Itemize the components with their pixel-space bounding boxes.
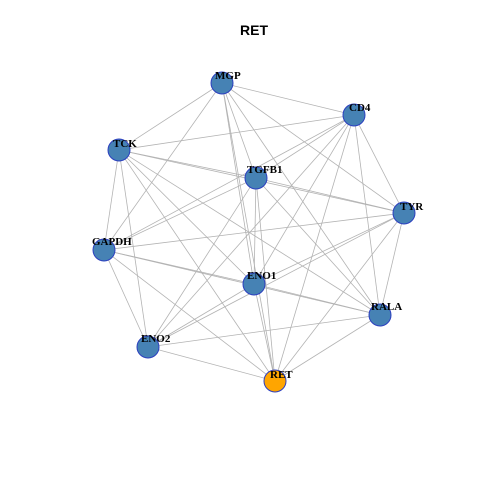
edge-gapdh-ret (103, 249, 276, 382)
node-circle-rala[interactable] (368, 303, 392, 327)
node-label-tck: TCK (113, 138, 137, 150)
node-mgp[interactable]: MGP (210, 70, 241, 95)
edge-mgp-gapdh (103, 82, 223, 251)
edge-tgfb1-rala (255, 177, 381, 316)
edge-cd4-tgfb1 (255, 114, 355, 179)
edge-cd4-tyr (353, 114, 405, 214)
node-label-tgfb1: TGFB1 (247, 164, 282, 176)
edge-gapdh-rala (103, 249, 381, 316)
edge-cd4-eno1 (253, 114, 355, 285)
node-circle-mgp[interactable] (210, 71, 234, 95)
edge-tyr-gapdh (103, 212, 405, 251)
edge-tck-eno1 (118, 149, 255, 285)
node-tgfb1[interactable]: TGFB1 (244, 164, 282, 190)
node-label-eno1: ENO1 (247, 270, 276, 282)
edge-rala-eno2 (147, 314, 381, 348)
node-circle-tck[interactable] (107, 138, 131, 162)
edge-rala-ret (274, 314, 381, 382)
node-circle-tyr[interactable] (392, 201, 416, 225)
edge-mgp-cd4 (221, 82, 355, 116)
node-tck[interactable]: TCK (107, 138, 137, 162)
edge-mgp-tyr (221, 82, 405, 214)
edge-tyr-eno2 (147, 212, 405, 348)
edge-cd4-tck (118, 114, 355, 151)
edge-tck-rala (118, 149, 381, 316)
edge-tck-ret (118, 149, 276, 382)
edge-cd4-gapdh (103, 114, 355, 251)
node-label-tyr: TYR (400, 201, 424, 213)
node-circle-tgfb1[interactable] (244, 166, 268, 190)
edge-tyr-eno1 (253, 212, 405, 285)
node-label-rala: RALA (371, 301, 402, 313)
edge-tck-gapdh (103, 149, 120, 251)
edge-tyr-rala (379, 212, 405, 316)
edge-mgp-tck (118, 82, 223, 151)
edge-tgfb1-ret (255, 177, 276, 382)
edge-cd4-rala (353, 114, 381, 316)
node-label-eno2: ENO2 (141, 333, 171, 345)
edge-cd4-ret (274, 114, 355, 382)
node-circle-eno2[interactable] (136, 335, 160, 359)
node-eno2[interactable]: ENO2 (136, 333, 171, 359)
graph-title: RET (240, 22, 268, 38)
edge-mgp-rala (221, 82, 381, 316)
edge-tck-eno2 (118, 149, 149, 348)
node-label-ret: RET (270, 369, 293, 381)
edge-tgfb1-eno2 (147, 177, 257, 348)
node-gapdh[interactable]: GAPDH (92, 236, 132, 262)
edge-tyr-ret (274, 212, 405, 382)
edge-eno2-ret (147, 346, 276, 382)
edge-eno1-eno2 (147, 283, 255, 348)
node-cd4[interactable]: CD4 (342, 102, 371, 127)
edge-mgp-eno1 (221, 82, 255, 285)
edge-cd4-eno2 (147, 114, 355, 348)
node-ret[interactable]: RET (263, 369, 293, 393)
node-label-mgp: MGP (215, 70, 241, 82)
edge-tgfb1-tyr (255, 177, 405, 214)
node-circle-cd4[interactable] (342, 103, 366, 127)
edge-gapdh-eno2 (103, 249, 149, 348)
node-circle-ret[interactable] (263, 369, 287, 393)
node-circle-gapdh[interactable] (92, 238, 116, 262)
edge-eno1-ret (253, 283, 276, 382)
edge-eno1-rala (253, 283, 381, 316)
node-tyr[interactable]: TYR (392, 201, 424, 225)
node-eno1[interactable]: ENO1 (242, 270, 276, 296)
node-label-cd4: CD4 (349, 102, 371, 114)
edge-mgp-tgfb1 (221, 82, 257, 179)
node-circle-eno1[interactable] (242, 272, 266, 296)
node-label-gapdh: GAPDH (92, 236, 132, 248)
edge-tgfb1-gapdh (103, 177, 257, 251)
node-rala[interactable]: RALA (368, 301, 402, 327)
